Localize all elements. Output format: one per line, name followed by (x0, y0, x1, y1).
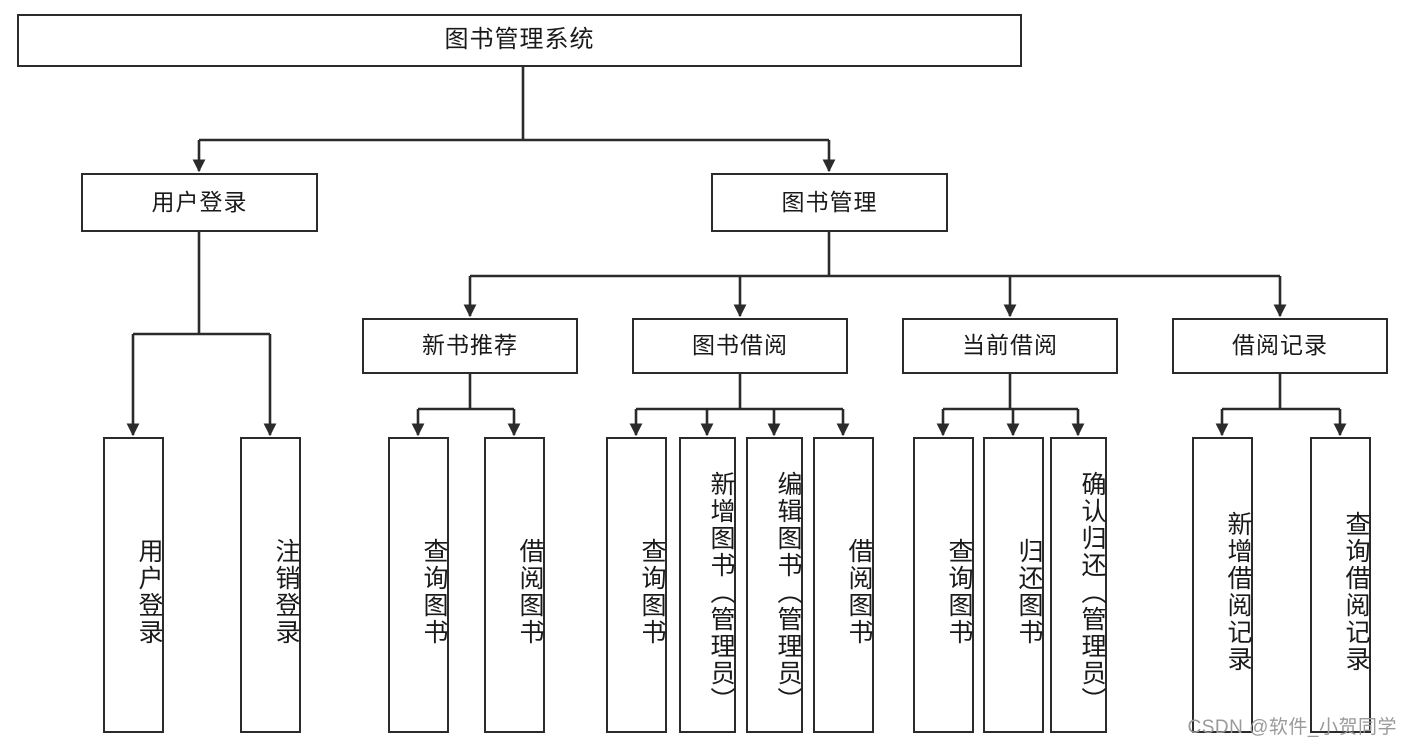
node-book-borrow[interactable]: 图书借阅 (632, 318, 848, 374)
node-label: 查询图书 (945, 538, 973, 646)
node-label: 借阅图书 (845, 538, 873, 646)
node-label: 图书借阅 (692, 332, 788, 359)
node-label: 用户登录 (151, 188, 248, 215)
node-label: 归还图书 (1015, 538, 1043, 646)
node-leaf-rec-query-record[interactable]: 查询借阅记录 (1310, 437, 1371, 733)
node-label: 确认归还（管理员） (1078, 470, 1106, 714)
node-leaf-user-login[interactable]: 用户登录 (103, 437, 164, 733)
node-leaf-cur-query-book[interactable]: 查询图书 (913, 437, 974, 733)
node-label: 借阅记录 (1232, 332, 1328, 359)
node-leaf-borrow-lend-book[interactable]: 借阅图书 (813, 437, 874, 733)
node-book-manage[interactable]: 图书管理 (711, 173, 948, 232)
node-label: 查询图书 (420, 538, 448, 646)
node-leaf-rec-borrow-book[interactable]: 借阅图书 (484, 437, 545, 733)
node-label: 当前借阅 (962, 332, 1058, 359)
node-leaf-cur-return-book[interactable]: 归还图书 (983, 437, 1044, 733)
node-current-borrow[interactable]: 当前借阅 (902, 318, 1118, 374)
node-new-book-recommend[interactable]: 新书推荐 (362, 318, 578, 374)
node-label: 编辑图书（管理员） (774, 470, 802, 714)
node-borrow-record[interactable]: 借阅记录 (1172, 318, 1388, 374)
node-label: 查询图书 (638, 538, 666, 646)
node-label: 新书推荐 (422, 332, 518, 359)
node-root[interactable]: 图书管理系统 (17, 14, 1022, 67)
node-label: 新增图书（管理员） (707, 470, 735, 714)
node-leaf-borrow-query-book[interactable]: 查询图书 (606, 437, 667, 733)
node-label: 用户登录 (135, 538, 163, 646)
node-label: 查询借阅记录 (1342, 511, 1370, 673)
node-label: 借阅图书 (516, 538, 544, 646)
node-leaf-rec-add-record[interactable]: 新增借阅记录 (1192, 437, 1253, 733)
node-leaf-rec-query-book[interactable]: 查询图书 (388, 437, 449, 733)
node-label: 新增借阅记录 (1224, 511, 1252, 673)
node-label: 图书管理系统 (444, 26, 595, 54)
node-user-login[interactable]: 用户登录 (81, 173, 318, 232)
node-leaf-borrow-add-book[interactable]: 新增图书（管理员） (679, 437, 736, 733)
node-label: 图书管理 (781, 188, 878, 215)
watermark: CSDN @软件_小贺同学 (1187, 717, 1397, 738)
node-leaf-user-logout[interactable]: 注销登录 (240, 437, 301, 733)
node-leaf-borrow-edit-book[interactable]: 编辑图书（管理员） (746, 437, 803, 733)
node-label: 注销登录 (272, 538, 300, 646)
node-leaf-cur-confirm-return[interactable]: 确认归还（管理员） (1050, 437, 1107, 733)
